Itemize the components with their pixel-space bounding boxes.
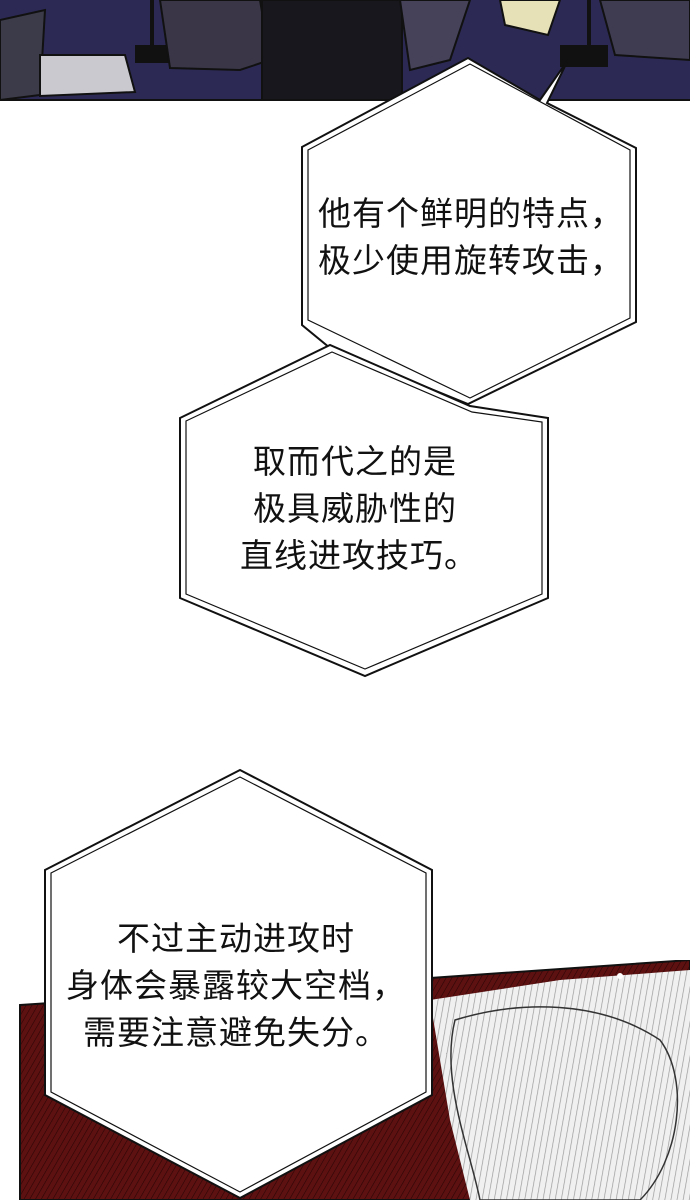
bubble-3-line-2: 身体会暴露较大空档， — [66, 966, 406, 1005]
bubble-2-text: 取而代之的是 极具威胁性的 直线进攻技巧。 — [240, 438, 478, 579]
bubble-2-line-2: 极具威胁性的 — [253, 489, 457, 528]
bubble-2-line-3: 直线进攻技巧。 — [240, 536, 478, 575]
bubble-1-text: 他有个鲜明的特点， 极少使用旋转攻击， — [318, 190, 624, 284]
speech-bubble-3 — [44, 768, 433, 1200]
bubble-3-text: 不过主动进攻时 身体会暴露较大空档， 需要注意避免失分。 — [66, 915, 406, 1056]
bubble-2-line-1: 取而代之的是 — [253, 442, 457, 481]
top-panel-scene — [0, 0, 690, 102]
speech-bubble-1 — [301, 56, 637, 406]
speech-bubble-2 — [179, 343, 549, 678]
bubble-1-line-1: 他有个鲜明的特点， — [318, 194, 624, 233]
bubble-3-line-3: 需要注意避免失分。 — [83, 1013, 389, 1052]
bubble-3-line-1: 不过主动进攻时 — [117, 919, 355, 958]
bubble-1-line-2: 极少使用旋转攻击， — [318, 241, 624, 280]
